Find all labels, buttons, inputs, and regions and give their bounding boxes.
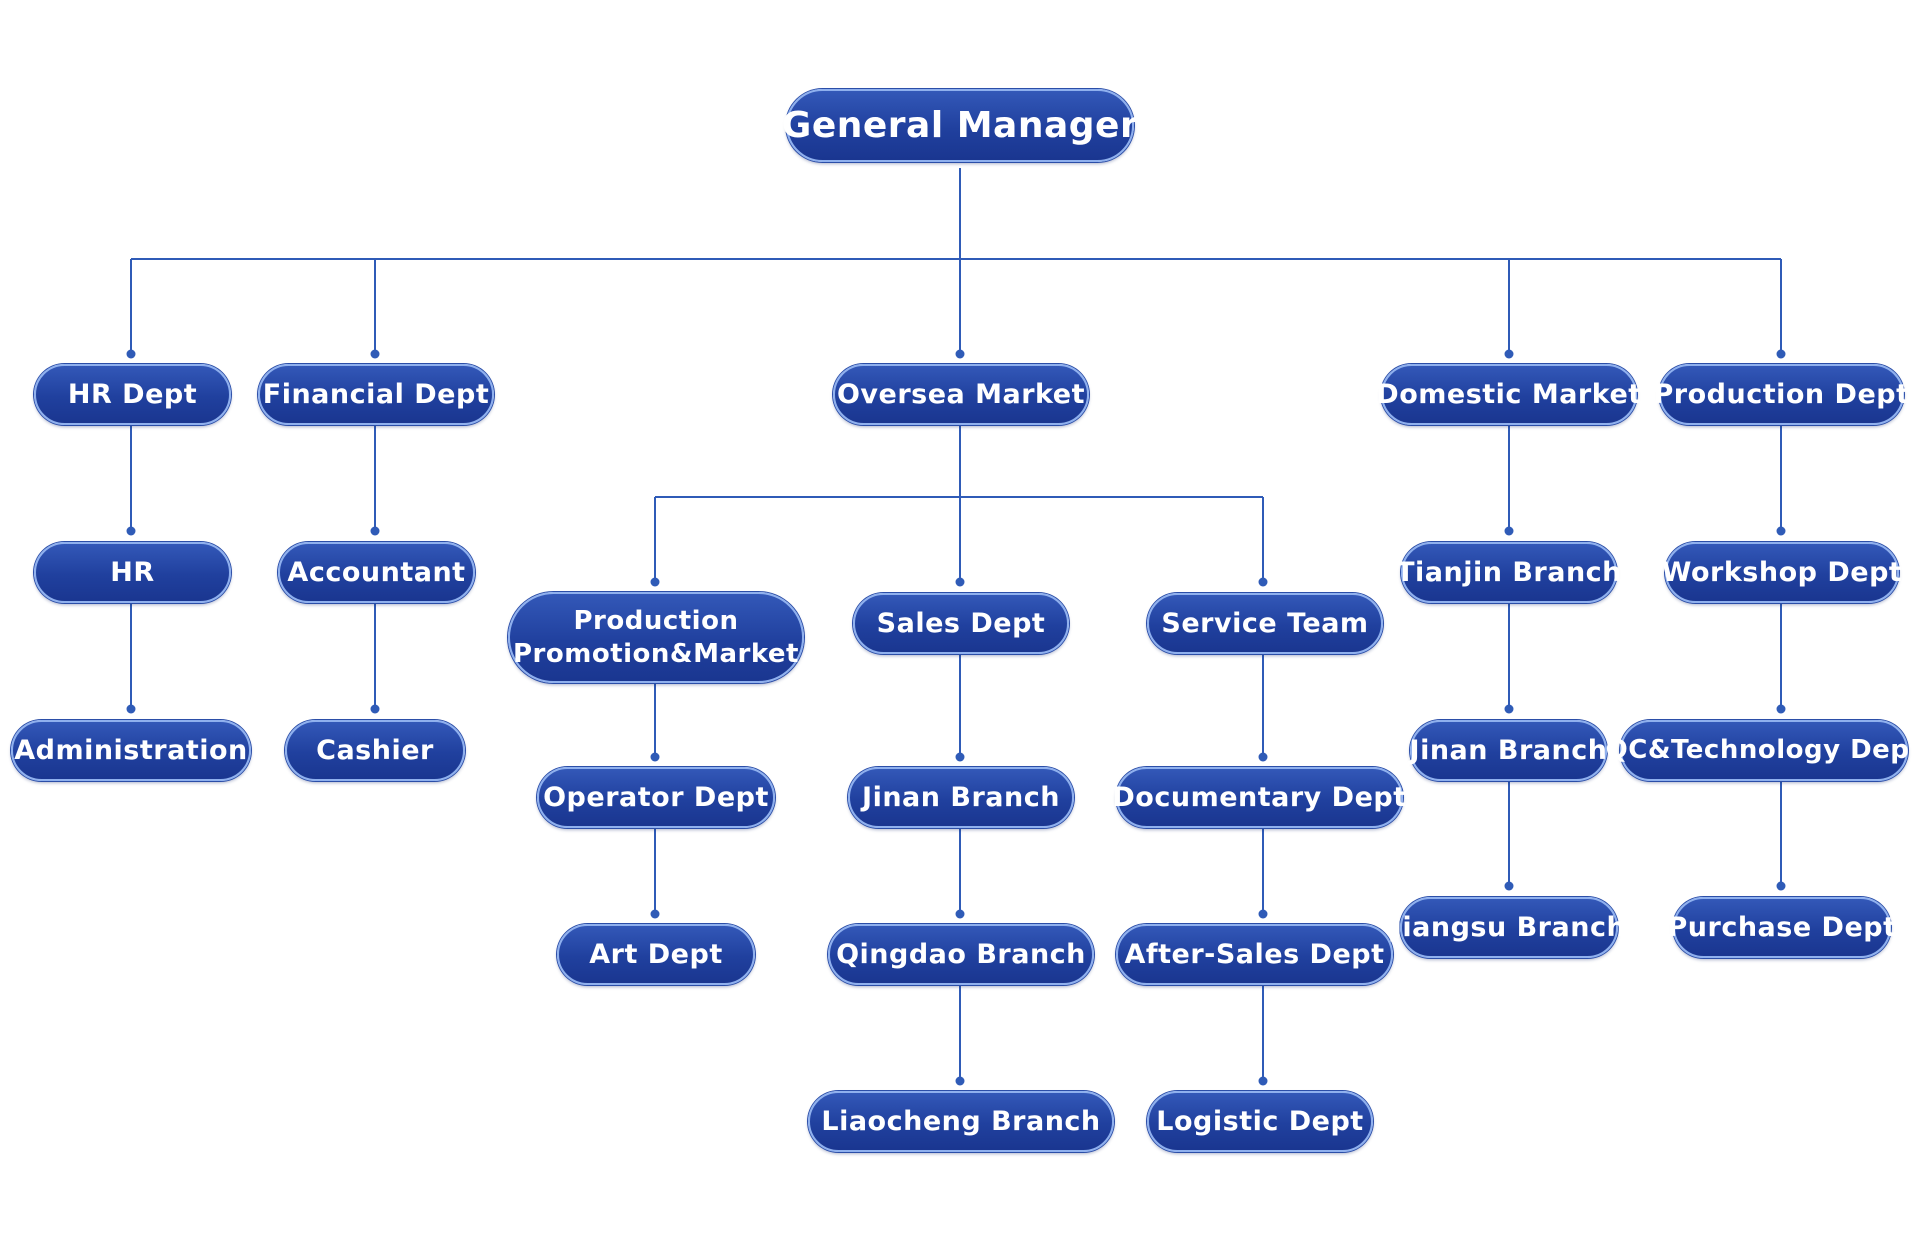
node-workshop-dept: Workshop Dept (1662, 542, 1902, 603)
connector-dot (126, 349, 136, 359)
connector-dot (650, 577, 660, 587)
connector-dot (1258, 909, 1268, 919)
connector-dot (370, 704, 380, 714)
node-qc-technology-dept: QC&Technology Dept (1606, 720, 1920, 781)
connector-dot (955, 577, 965, 587)
connector-dot (1504, 881, 1514, 891)
connector-dot (370, 349, 380, 359)
node-accountant: Accountant (278, 542, 475, 603)
node-jinan-branch-sales: Jinan Branch (848, 767, 1074, 828)
node-operator-dept: Operator Dept (537, 767, 775, 828)
connector-dot (955, 909, 965, 919)
node-jiangsu-branch: Jiangsu Branch (1392, 897, 1626, 958)
connector-dot (1504, 526, 1514, 536)
connector-dot (1776, 881, 1786, 891)
node-logistic-dept: Logistic Dept (1147, 1091, 1373, 1152)
node-domestic-market: Domestic Market (1376, 364, 1641, 425)
connector-dot (1776, 704, 1786, 714)
connector-dot (1504, 704, 1514, 714)
node-hr-dept: HR Dept (34, 364, 231, 425)
connector-dot (126, 704, 136, 714)
node-sales-dept: Sales Dept (853, 593, 1069, 654)
connector-dot (650, 752, 660, 762)
connector-dot (650, 909, 660, 919)
node-production-dept: Production Dept (1654, 364, 1909, 425)
connector-dot (370, 526, 380, 536)
connector-dot (955, 752, 965, 762)
node-production-promotion-market: Production Promotion&Market (508, 592, 804, 683)
connector-dot (1258, 1076, 1268, 1086)
node-administration: Administration (11, 720, 251, 781)
node-purchase-dept: Purchase Dept (1668, 897, 1896, 958)
connector-dot (1776, 526, 1786, 536)
node-cashier: Cashier (285, 720, 465, 781)
connector-dot (1258, 752, 1268, 762)
node-production-promotion-market-line2: Promotion&Market (513, 638, 799, 669)
connector-dot (126, 526, 136, 536)
node-tianjin-branch: Tianjin Branch (1396, 542, 1621, 603)
node-after-sales-dept: After-Sales Dept (1116, 924, 1393, 985)
node-documentary-dept: Documentary Dept (1112, 767, 1406, 828)
connector-dot (1258, 577, 1268, 587)
node-production-promotion-market-line1: Production (573, 606, 739, 636)
connector-dot (955, 349, 965, 359)
connector-dot (955, 1076, 965, 1086)
node-liaocheng-branch: Liaocheng Branch (808, 1091, 1114, 1152)
connector-dot (1504, 349, 1514, 359)
node-financial-dept: Financial Dept (258, 364, 494, 425)
node-jinan-branch-domestic: Jinan Branch (1410, 720, 1607, 781)
node-service-team: Service Team (1147, 593, 1383, 654)
connector-dot (1776, 349, 1786, 359)
node-hr: HR (34, 542, 231, 603)
node-oversea-market: Oversea Market (833, 364, 1089, 425)
node-art-dept: Art Dept (557, 924, 755, 985)
node-qingdao-branch: Qingdao Branch (828, 924, 1094, 985)
node-general-manager: General Manager (782, 89, 1138, 162)
